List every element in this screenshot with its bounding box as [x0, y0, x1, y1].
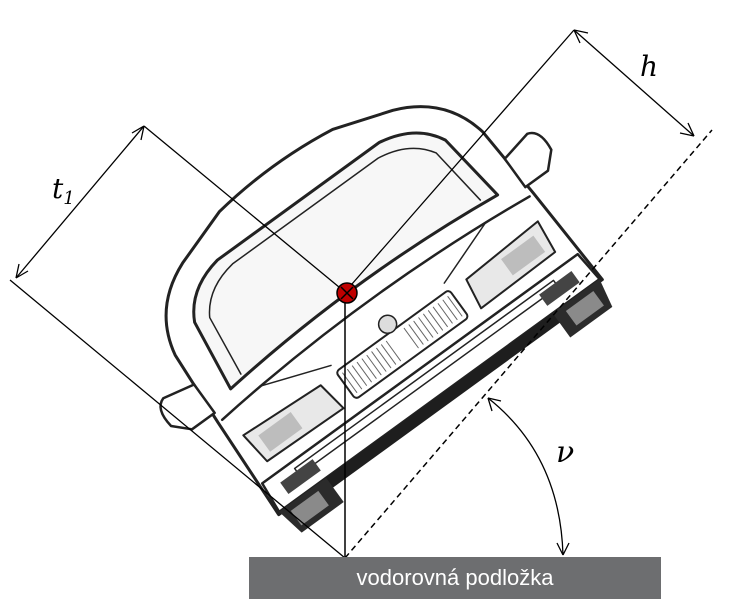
angle-arc	[487, 397, 564, 556]
nu-label: ν	[556, 435, 574, 470]
left-mirror	[159, 383, 216, 431]
t1-dimension	[9, 125, 346, 559]
t1-label: t1	[52, 172, 75, 209]
car-body-outline	[164, 105, 604, 517]
windshield	[192, 131, 500, 391]
right-mirror	[503, 131, 553, 189]
h-dimension	[344, 29, 695, 293]
car-badge	[377, 314, 398, 335]
car-drawing	[159, 105, 613, 533]
right-fog-light	[539, 271, 580, 306]
h-label: h	[640, 50, 658, 83]
center-of-gravity-marker	[336, 282, 358, 304]
ground-label: vodorovná podložka	[249, 557, 661, 599]
tilted-ground-line	[344, 129, 713, 559]
left-fog-light	[280, 459, 321, 494]
